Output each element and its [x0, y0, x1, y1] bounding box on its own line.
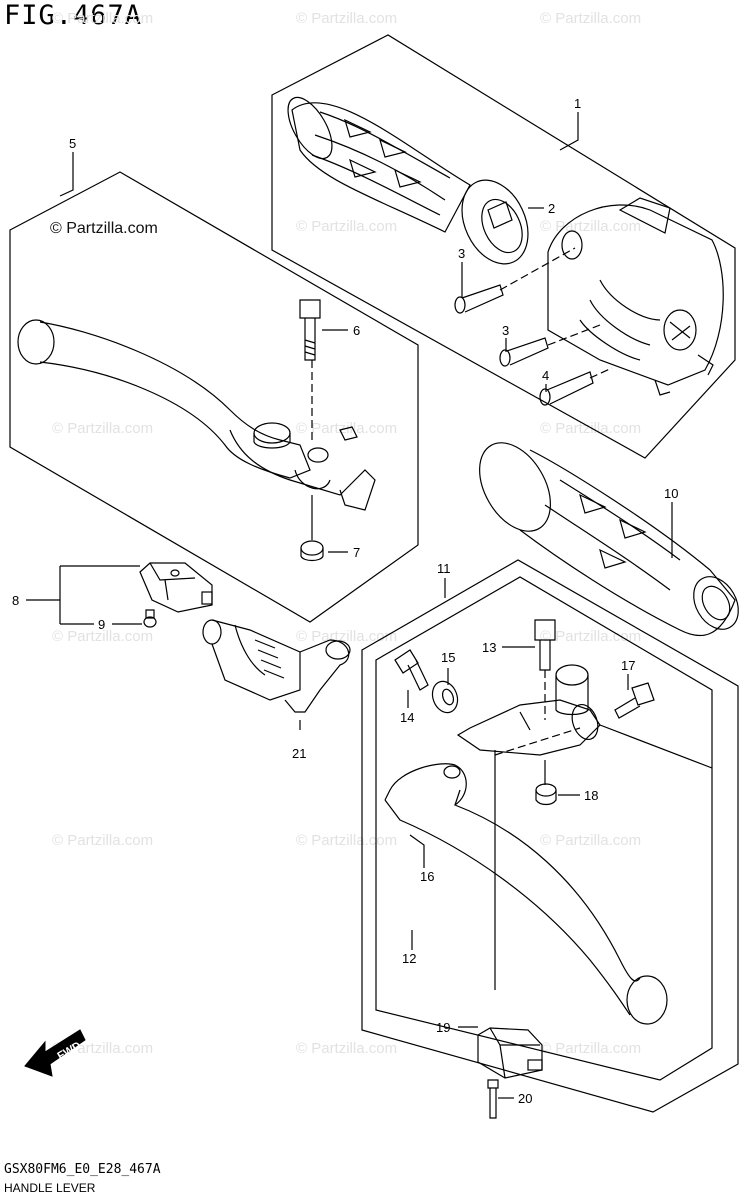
- callout-20: 20: [518, 1091, 532, 1106]
- throttle-pipe-flange: [461, 179, 529, 265]
- pivot-bolt-6: [299, 299, 321, 361]
- watermark: © Partzilla.com: [52, 10, 154, 27]
- callout-3a: 3: [458, 246, 465, 261]
- callout-14: 14: [400, 710, 414, 725]
- callout-21: 21: [292, 746, 306, 761]
- throttle-grip: [287, 96, 471, 233]
- group-box-12: [375, 576, 713, 1081]
- callout-labels: 1 2 3 3 4 5 6 7 8 9 10 11 12 13 14 15 16…: [12, 96, 678, 1106]
- model-code: GSX80FM6_E0_E28_467A: [4, 1162, 161, 1177]
- watermark: © Partzilla.com: [52, 420, 154, 437]
- clutch-bracket: [456, 664, 601, 756]
- watermark: © Partzilla.com: [540, 628, 642, 645]
- watermark: © Partzilla.com: [296, 218, 398, 235]
- section-name: HANDLE LEVER: [4, 1181, 96, 1195]
- watermark: © Partzilla.com: [52, 832, 154, 849]
- bolt-13: [534, 619, 556, 671]
- callout-3b: 3: [502, 323, 509, 338]
- cable-adjuster-21: [202, 619, 351, 713]
- group-box-1: [271, 34, 736, 459]
- watermark: © Partzilla.com: [540, 10, 642, 27]
- group-box-5: [9, 171, 419, 623]
- callout-10: 10: [664, 486, 678, 501]
- watermark-dark: © Partzilla.com: [50, 220, 158, 237]
- callout-15: 15: [441, 650, 455, 665]
- watermark: © Partzilla.com: [296, 628, 398, 645]
- screw-14: [394, 649, 429, 691]
- brake-lever: [17, 319, 376, 511]
- callout-13: 13: [482, 640, 496, 655]
- callout-12: 12: [402, 951, 416, 966]
- nut-7: [300, 540, 324, 562]
- watermark: © Partzilla.com: [540, 832, 642, 849]
- callout-9: 9: [98, 617, 105, 632]
- screw-3b: [499, 337, 549, 367]
- callout-7: 7: [353, 545, 360, 560]
- nut-18: [535, 783, 557, 806]
- group-box-11: [361, 559, 739, 1113]
- callout-11: 11: [437, 561, 451, 576]
- fwd-direction-badge: FWD: [24, 1029, 86, 1077]
- screw-3a: [454, 284, 504, 314]
- callout-2: 2: [548, 201, 555, 216]
- callout-17: 17: [621, 658, 635, 673]
- figure-title: FIG.467A: [4, 0, 143, 31]
- watermark: © Partzilla.com: [540, 218, 642, 235]
- bolt-17: [614, 682, 655, 719]
- washer-15: [431, 680, 459, 714]
- watermark: © Partzilla.com: [540, 1040, 642, 1057]
- callout-18: 18: [584, 788, 598, 803]
- callout-1: 1: [574, 96, 581, 111]
- watermark: © Partzilla.com: [52, 628, 154, 645]
- callout-4: 4: [542, 368, 549, 383]
- brake-switch: [139, 562, 213, 613]
- screw-20: [487, 1079, 499, 1119]
- callout-6: 6: [353, 323, 360, 338]
- handlebar-grip-10: [479, 442, 739, 637]
- switch-housing: [547, 197, 724, 396]
- screw-9: [143, 609, 157, 628]
- callout-5: 5: [69, 136, 76, 151]
- clutch-lever-16: [384, 763, 668, 1025]
- callout-8: 8: [12, 593, 19, 608]
- watermark: © Partzilla.com: [540, 420, 642, 437]
- watermark: © Partzilla.com: [296, 832, 398, 849]
- callout-16: 16: [420, 869, 434, 884]
- clutch-switch-19: [477, 1027, 543, 1079]
- callout-19: 19: [436, 1020, 450, 1035]
- watermark: © Partzilla.com: [296, 1040, 398, 1057]
- watermark: © Partzilla.com: [296, 10, 398, 27]
